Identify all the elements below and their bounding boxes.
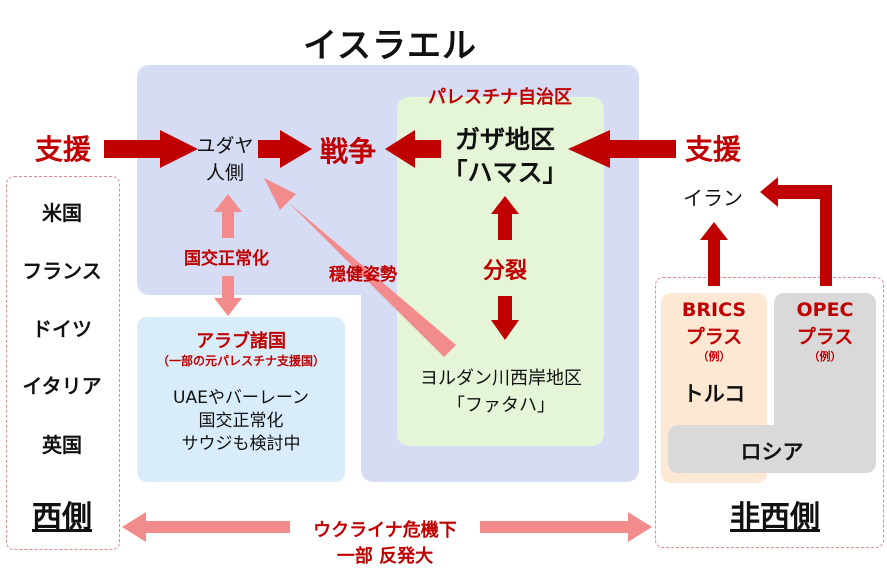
arab-panel: [137, 317, 345, 482]
palestine-header: パレスチナ自治区: [428, 87, 572, 108]
support-right-arrow: [568, 130, 676, 168]
west-country-us: 米国: [42, 201, 82, 225]
arab-line1: UAEやバーレーン: [173, 388, 309, 408]
split-down-arrow: [491, 296, 519, 340]
brics-example: （例）: [697, 350, 731, 363]
split-label: 分裂: [482, 259, 527, 284]
ukraine-double-arrow: [122, 512, 652, 542]
opec-line2: プラス: [796, 326, 854, 348]
west-country-uk: 英国: [42, 433, 82, 457]
moderate-label: 穏健姿勢: [329, 265, 397, 285]
arab-line2: 国交正常化: [198, 411, 284, 431]
brics-line2: プラス: [685, 326, 743, 348]
west-box: [6, 176, 120, 550]
west-country-germany: ドイツ: [32, 317, 92, 341]
support-right-label: 支援: [684, 133, 741, 166]
nonwest-label: 非西側: [730, 500, 820, 535]
jewish-side-line1: ユダヤ: [196, 135, 254, 157]
normalization-arrow: [214, 194, 242, 316]
brics-to-iran-arrow: [700, 222, 728, 286]
jewish-side-line2: 人側: [205, 162, 244, 184]
russia-label: ロシア: [740, 440, 804, 464]
jewish-to-war-arrow: [258, 130, 312, 168]
opec-to-iran-arrow: [760, 177, 832, 286]
support-left-arrow: [104, 130, 198, 168]
nonwest-box: [655, 277, 884, 548]
west-label: 西側: [32, 500, 92, 535]
split-up-arrow: [491, 196, 519, 240]
brics-line1: BRICS: [681, 299, 747, 321]
ukraine-line1: ウクライナ危機下: [313, 520, 457, 541]
israel-title: イスラエル: [303, 26, 477, 66]
turkey-label: トルコ: [682, 382, 746, 406]
normalization-label: 国交正常化: [184, 249, 269, 269]
arab-subtitle: （一部の元パレスチナ支援国）: [156, 354, 325, 368]
moderate-arrow: [264, 178, 456, 357]
gaza-line2: 「ハマス」: [442, 158, 568, 187]
arab-line3: サウジも検討中: [181, 434, 301, 454]
gaza-to-war-arrow: [385, 130, 441, 168]
ukraine-line2: 一部 反発大: [336, 546, 434, 567]
arab-title: アラブ諸国: [196, 331, 286, 352]
russia-panel: [668, 425, 876, 473]
westbank-line2: 「ファタハ」: [447, 395, 555, 416]
opec-example: （例）: [808, 350, 842, 363]
opec-line1: OPEC: [796, 299, 854, 321]
gaza-line1: ガザ地区: [454, 125, 555, 154]
iran-label: イラン: [683, 186, 743, 210]
war-label: 戦争: [319, 135, 376, 168]
westbank-line1: ヨルダン川西岸地区: [420, 368, 582, 389]
support-left-label: 支援: [34, 133, 91, 166]
west-country-italy: イタリア: [22, 374, 102, 398]
west-country-france: フランス: [22, 259, 102, 283]
